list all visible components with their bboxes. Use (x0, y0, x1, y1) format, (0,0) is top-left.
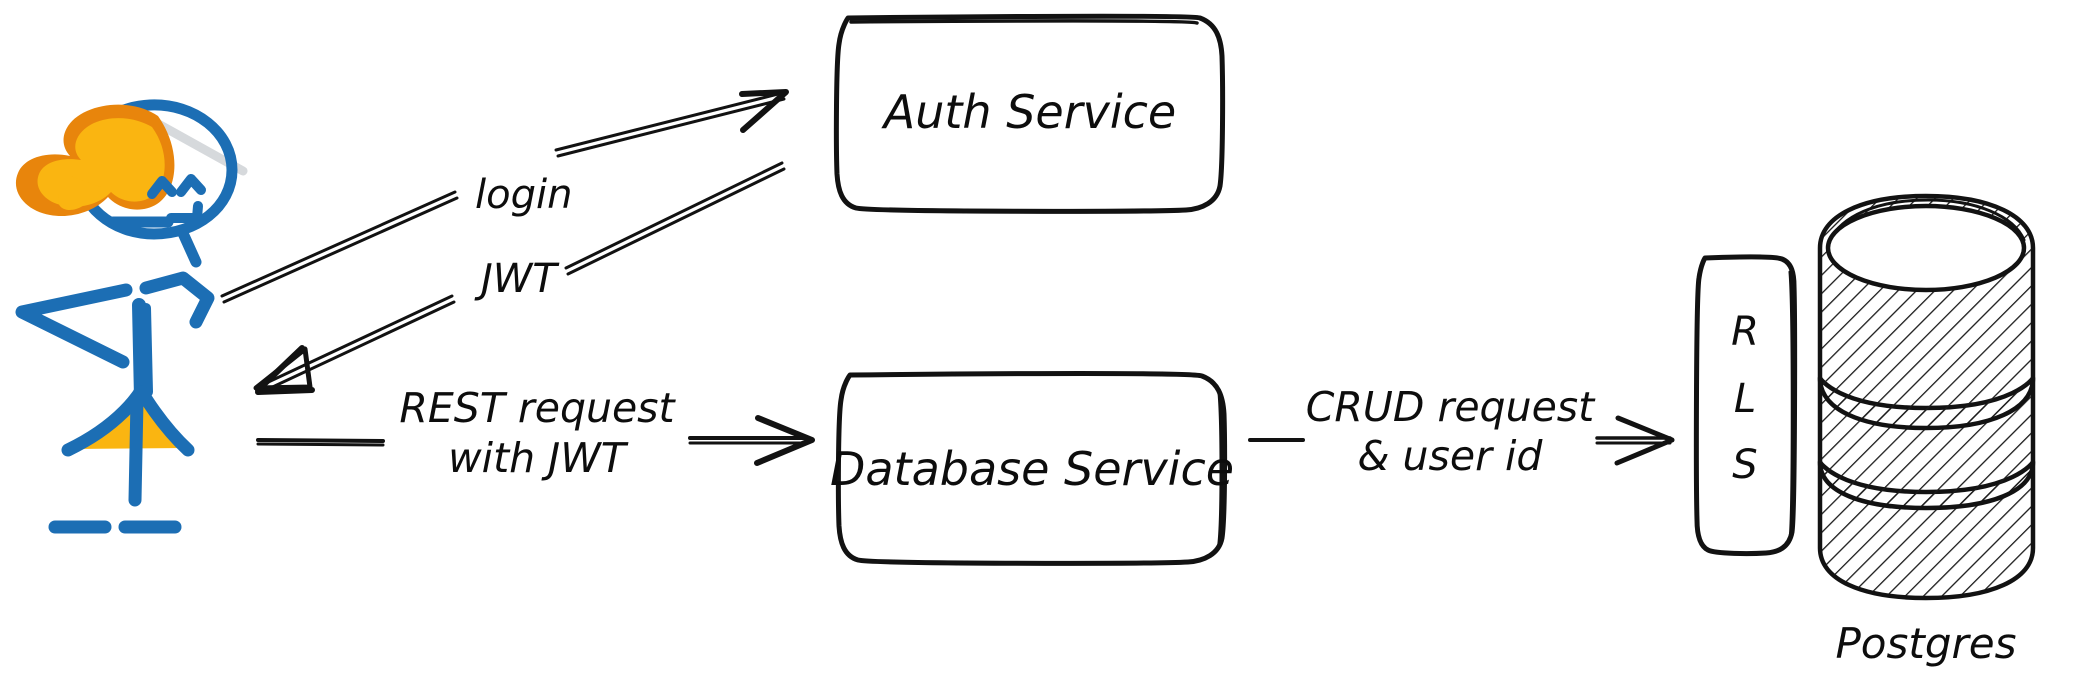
hat-knot (58, 176, 101, 210)
edge-label-rest-line1: REST request (399, 384, 676, 432)
edge-label-jwt: JWT (474, 256, 560, 302)
edge-crud-request (1248, 415, 1675, 466)
node-label-rls-letter-l: L (1734, 376, 1756, 422)
edge-rest-request (256, 415, 815, 466)
node-rls-gate[interactable]: R L S (1693, 254, 1798, 557)
edge-label-rest-line2: with JWT (448, 434, 629, 482)
hat-fill (37, 118, 165, 207)
db-top-ellipse (1825, 203, 2027, 293)
node-label-database-service: Database Service (830, 442, 1234, 496)
node-label-postgres: Postgres (1835, 619, 2016, 668)
node-postgres-database[interactable]: Postgres (1817, 193, 2036, 668)
node-database-service[interactable]: Database Service (830, 370, 1234, 566)
node-label-rls-letter-s: S (1732, 442, 1757, 488)
edge-label-crud-line2: & user id (1358, 432, 1544, 480)
node-label-rls-letter-r: R (1731, 309, 1759, 355)
edge-label-crud-line1: CRUD request (1306, 383, 1596, 431)
user-stick-figure (15, 99, 248, 534)
node-auth-service[interactable]: Auth Service (833, 13, 1226, 214)
node-label-auth-service: Auth Service (881, 85, 1176, 139)
edge-login (220, 89, 789, 304)
edge-label-login: login (475, 172, 572, 218)
edge-jwt (253, 161, 786, 395)
